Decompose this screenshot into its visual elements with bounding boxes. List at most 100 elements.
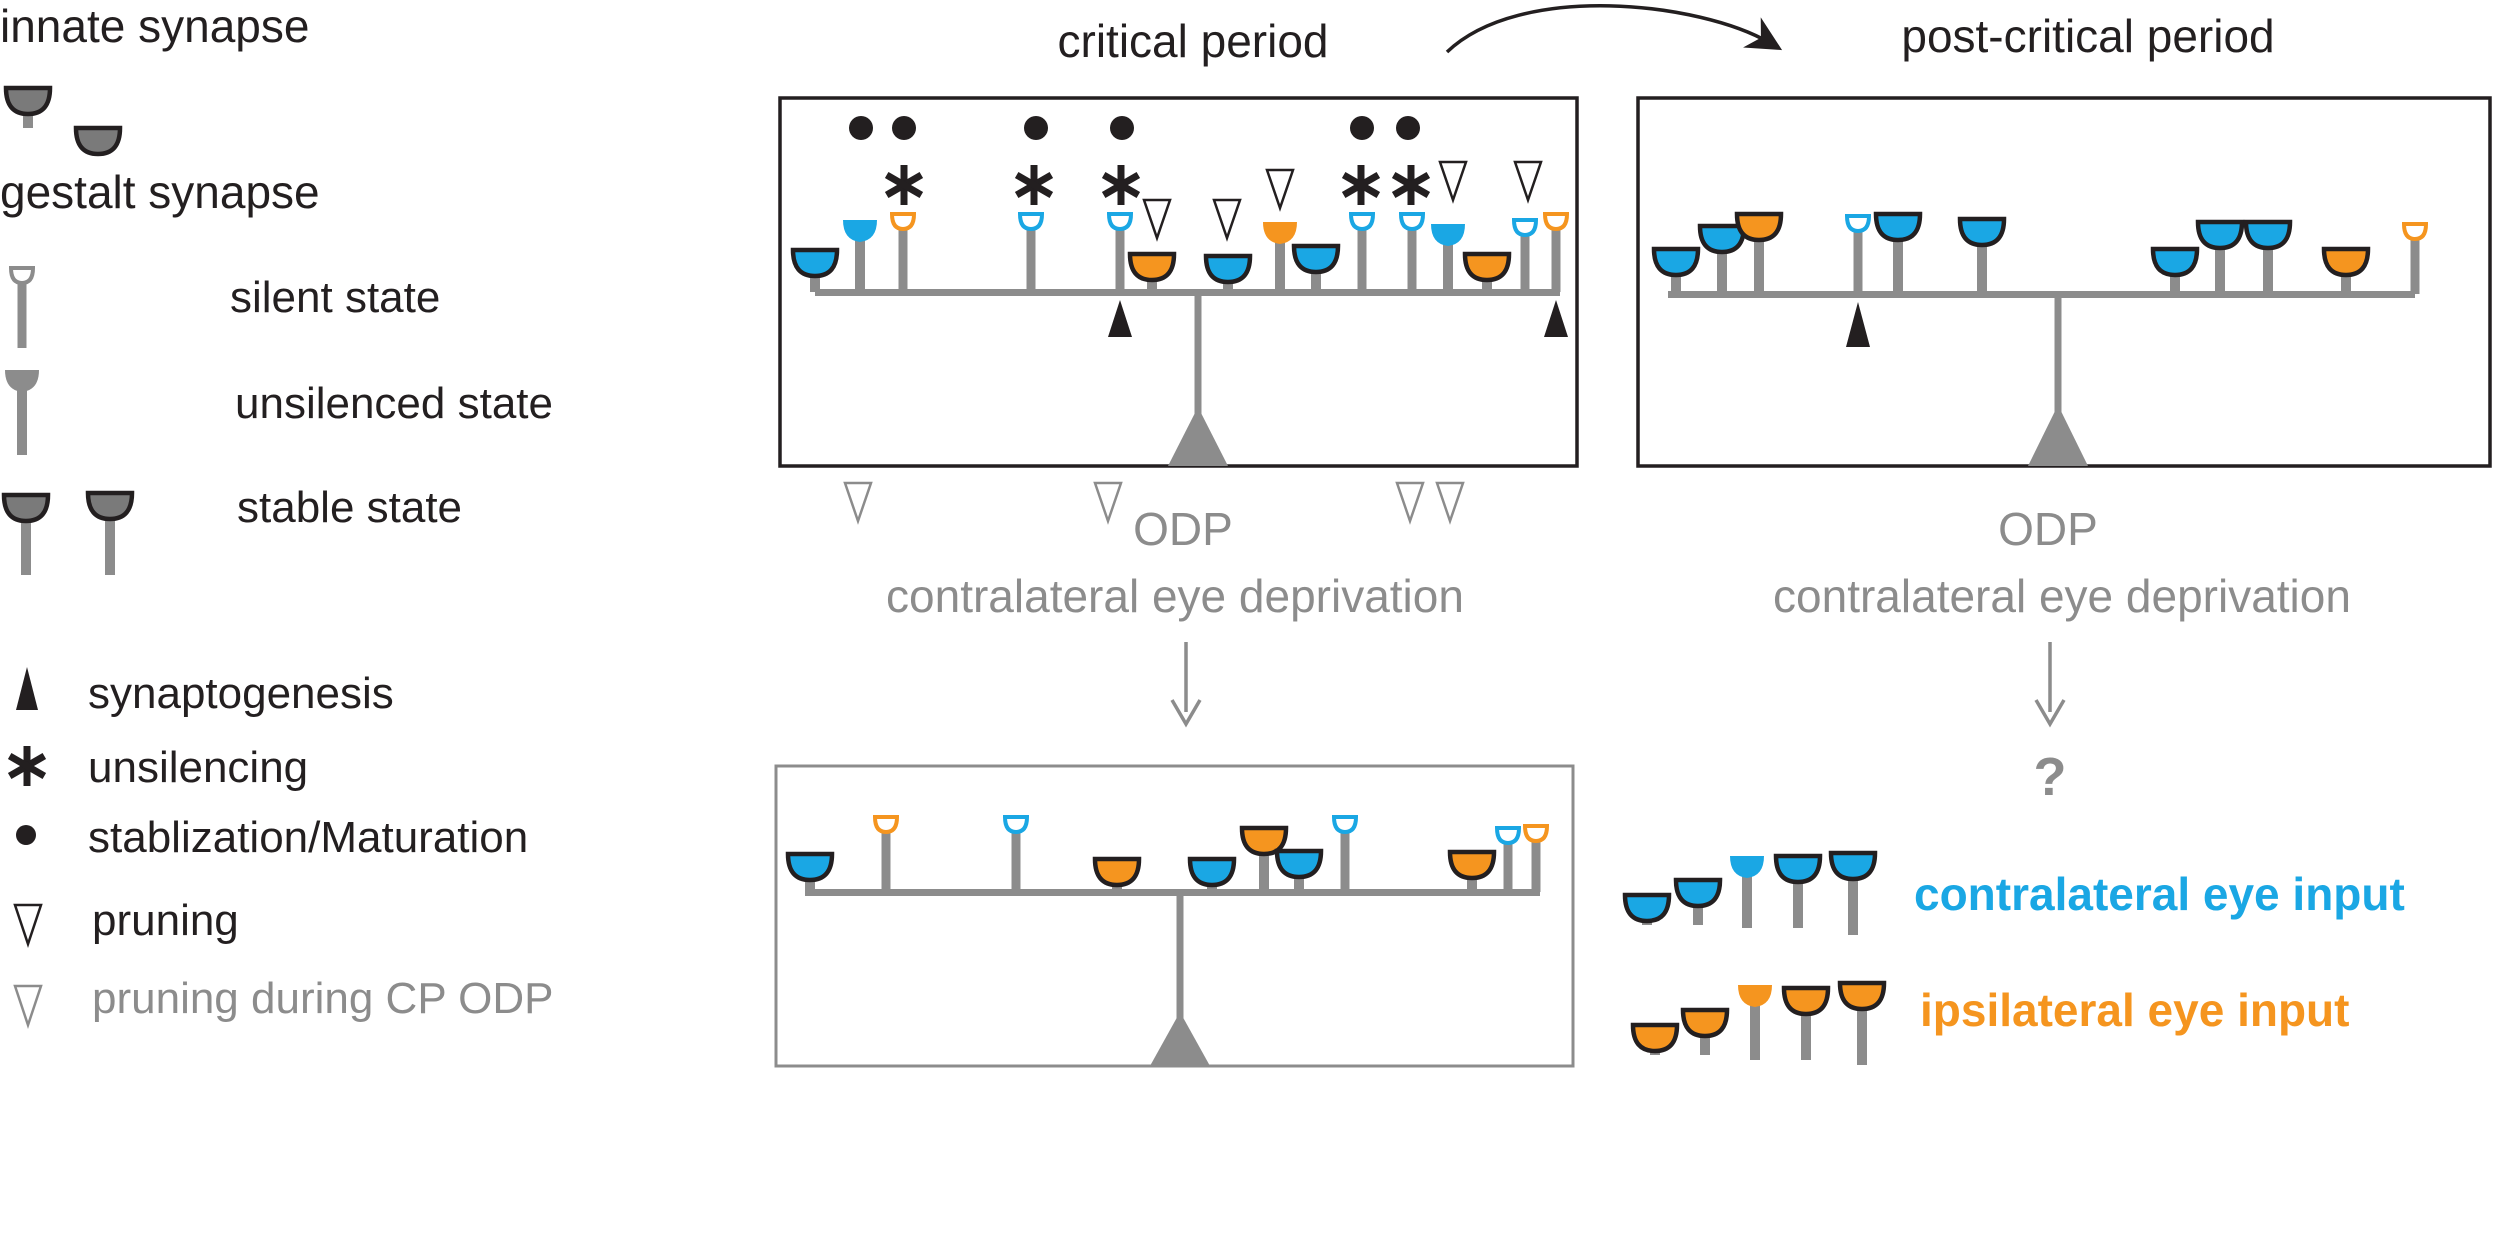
- legend-innate-label: innate synapse: [0, 0, 309, 52]
- pruning-marker: [1212, 198, 1242, 242]
- post-critical-period-panel: [1636, 96, 2492, 468]
- synapse-stalk: [2215, 240, 2225, 294]
- synapse-layer: [785, 116, 2429, 1066]
- synapse-stalk: [1311, 264, 1321, 292]
- synapse-stalk: [2170, 267, 2180, 294]
- stable-synapse: [1781, 985, 1831, 1017]
- balance-post: [2054, 294, 2062, 426]
- synaptogenesis-marker: [1544, 300, 1568, 337]
- stable-synapse: [1462, 251, 1512, 283]
- synapse-stalk: [1294, 869, 1304, 892]
- balance-post: [1194, 292, 1202, 426]
- deprivation-label-post: contralateral eye deprivation: [1773, 570, 2351, 622]
- innate-synapse: [3, 85, 53, 117]
- stable-synapse: [1957, 216, 2007, 248]
- synapse-stalk: [1531, 840, 1541, 892]
- balance-post: [1176, 892, 1184, 1026]
- stable-synapse: [785, 851, 835, 883]
- synapse-stalk: [2341, 267, 2351, 294]
- stabilization-dot: [1350, 116, 1374, 140]
- synapse-stalk: [1717, 244, 1727, 294]
- odp-label-post: ODP: [1998, 503, 2098, 555]
- synapse-stalk: [1275, 232, 1285, 292]
- synapse-stalk: [1011, 831, 1021, 892]
- down-arrowhead-post: [2034, 699, 2066, 728]
- silent-synapse: [2401, 222, 2429, 242]
- synapse-stalk: [898, 228, 908, 292]
- silent-synapse: [1106, 212, 1134, 232]
- synapse-stalk: [1977, 237, 1987, 294]
- input-key-icons: [1622, 850, 1887, 1065]
- synapse-stalk: [1503, 842, 1513, 892]
- legend-silent-label: silent state: [230, 273, 440, 322]
- synapse-stalk: [1340, 831, 1350, 892]
- stabilization-dot: [1396, 116, 1420, 140]
- stable-synapse: [1, 492, 51, 524]
- synapse-stalk: [1443, 234, 1453, 292]
- cp-pruning-marker: [1435, 481, 1465, 525]
- stable-synapse: [1187, 856, 1237, 888]
- critical-period-content: [790, 116, 1570, 525]
- stable-synapse: [2243, 219, 2293, 251]
- synapse-stalk: [1693, 898, 1703, 925]
- silent-synapse: [1844, 214, 1872, 234]
- legend-stabilization-label: stablization/Maturation: [88, 813, 528, 862]
- pruning-icon: [13, 903, 43, 948]
- stabilization-dot: [1024, 116, 1048, 140]
- deprivation-label-critical: contralateral eye deprivation: [886, 570, 1464, 622]
- balance-fulcrum: [1150, 1012, 1210, 1066]
- synapse-stalk: [1750, 995, 1760, 1060]
- unsilencing-asterisk: [1341, 171, 1381, 199]
- synapse-stalk: [1848, 871, 1858, 935]
- stable-synapse: [1291, 243, 1341, 275]
- legend-stable-label: stable state: [237, 483, 462, 532]
- pruning-marker: [1142, 198, 1172, 242]
- stable-synapse: [1092, 856, 1142, 888]
- silent-synapse: [1494, 826, 1522, 846]
- stable-synapse: [1274, 848, 1324, 880]
- synapse-stalk: [1893, 232, 1903, 294]
- pruning-cp-icon: [13, 984, 43, 1029]
- stable-synapse: [1447, 849, 1497, 881]
- unsilencing-asterisk: [1101, 171, 1141, 199]
- silent-synapse: [1542, 212, 1570, 232]
- synaptogenesis-marker: [1108, 300, 1132, 337]
- synapse-stalk: [21, 513, 31, 575]
- silent-synapse: [8, 266, 36, 286]
- legend-pruning-label: pruning: [92, 896, 239, 945]
- synapse-stalk: [2410, 238, 2420, 294]
- stable-synapse: [1203, 253, 1253, 285]
- synapse-stalk: [1700, 1028, 1710, 1055]
- stable-synapse: [2321, 246, 2371, 278]
- silent-synapse: [1017, 212, 1045, 232]
- stable-synapse: [85, 490, 135, 522]
- synapse-stalk: [1801, 1006, 1811, 1060]
- stable-synapse: [2195, 219, 2245, 251]
- silent-synapse-icon: [8, 266, 36, 348]
- unsilencing-asterisk: [1391, 171, 1431, 199]
- synapse-stalk: [1467, 870, 1477, 892]
- stable-synapse: [1873, 211, 1923, 243]
- synapse-stalk: [810, 268, 820, 292]
- unsilenced-synapse: [1738, 985, 1772, 1007]
- unsilenced-synapse: [843, 220, 877, 242]
- synapse-stalk: [1742, 866, 1752, 928]
- question-mark: ?: [2034, 747, 2067, 807]
- synaptogenesis-marker: [1846, 302, 1870, 347]
- legend-pruning-cp-label: pruning during CP ODP: [92, 974, 553, 1023]
- dendrite-beam: [1668, 291, 2415, 298]
- unsilencing-asterisk: [7, 752, 47, 780]
- synapse-stalk: [855, 230, 865, 292]
- synapse-stalk: [23, 106, 33, 128]
- stable-synapse: [1680, 1007, 1730, 1039]
- stable-synapse: [1651, 246, 1701, 278]
- silent-synapse: [1511, 218, 1539, 238]
- synapse-stalk: [1259, 846, 1269, 892]
- stable-synapse: [1734, 211, 1784, 243]
- unsilenced-synapse: [1263, 222, 1297, 244]
- synapse-stalk: [1754, 232, 1764, 294]
- unsilenced-synapse: [5, 370, 39, 392]
- innate-synapse-icon: [3, 85, 123, 157]
- stable-synapse: [1828, 850, 1878, 882]
